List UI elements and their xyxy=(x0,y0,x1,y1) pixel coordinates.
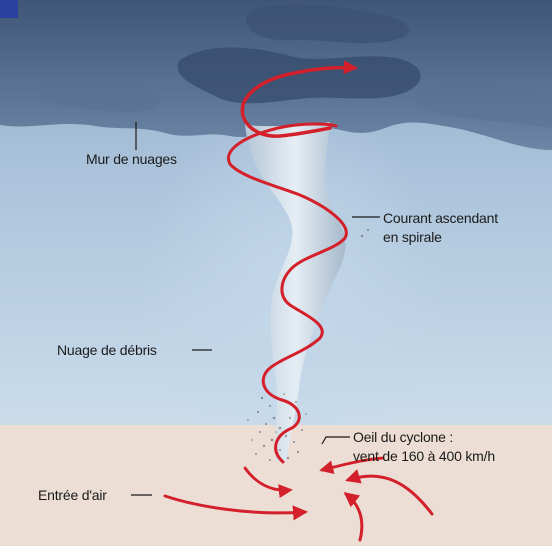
label-cloud-wall: Mur de nuages xyxy=(86,150,177,168)
corner-tab xyxy=(0,0,18,18)
label-updraft: Courant ascendant en spirale xyxy=(383,209,498,247)
label-eye: Oeil du cyclone : vent de 160 à 400 km/h xyxy=(353,428,495,466)
label-updraft-line2: en spirale xyxy=(383,228,498,247)
label-air-inlet: Entrée d'air xyxy=(38,486,107,504)
label-debris-cloud: Nuage de débris xyxy=(57,341,157,359)
label-updraft-line1: Courant ascendant xyxy=(383,209,498,228)
label-eye-line2: vent de 160 à 400 km/h xyxy=(353,447,495,466)
label-eye-line1: Oeil du cyclone : xyxy=(353,428,495,447)
